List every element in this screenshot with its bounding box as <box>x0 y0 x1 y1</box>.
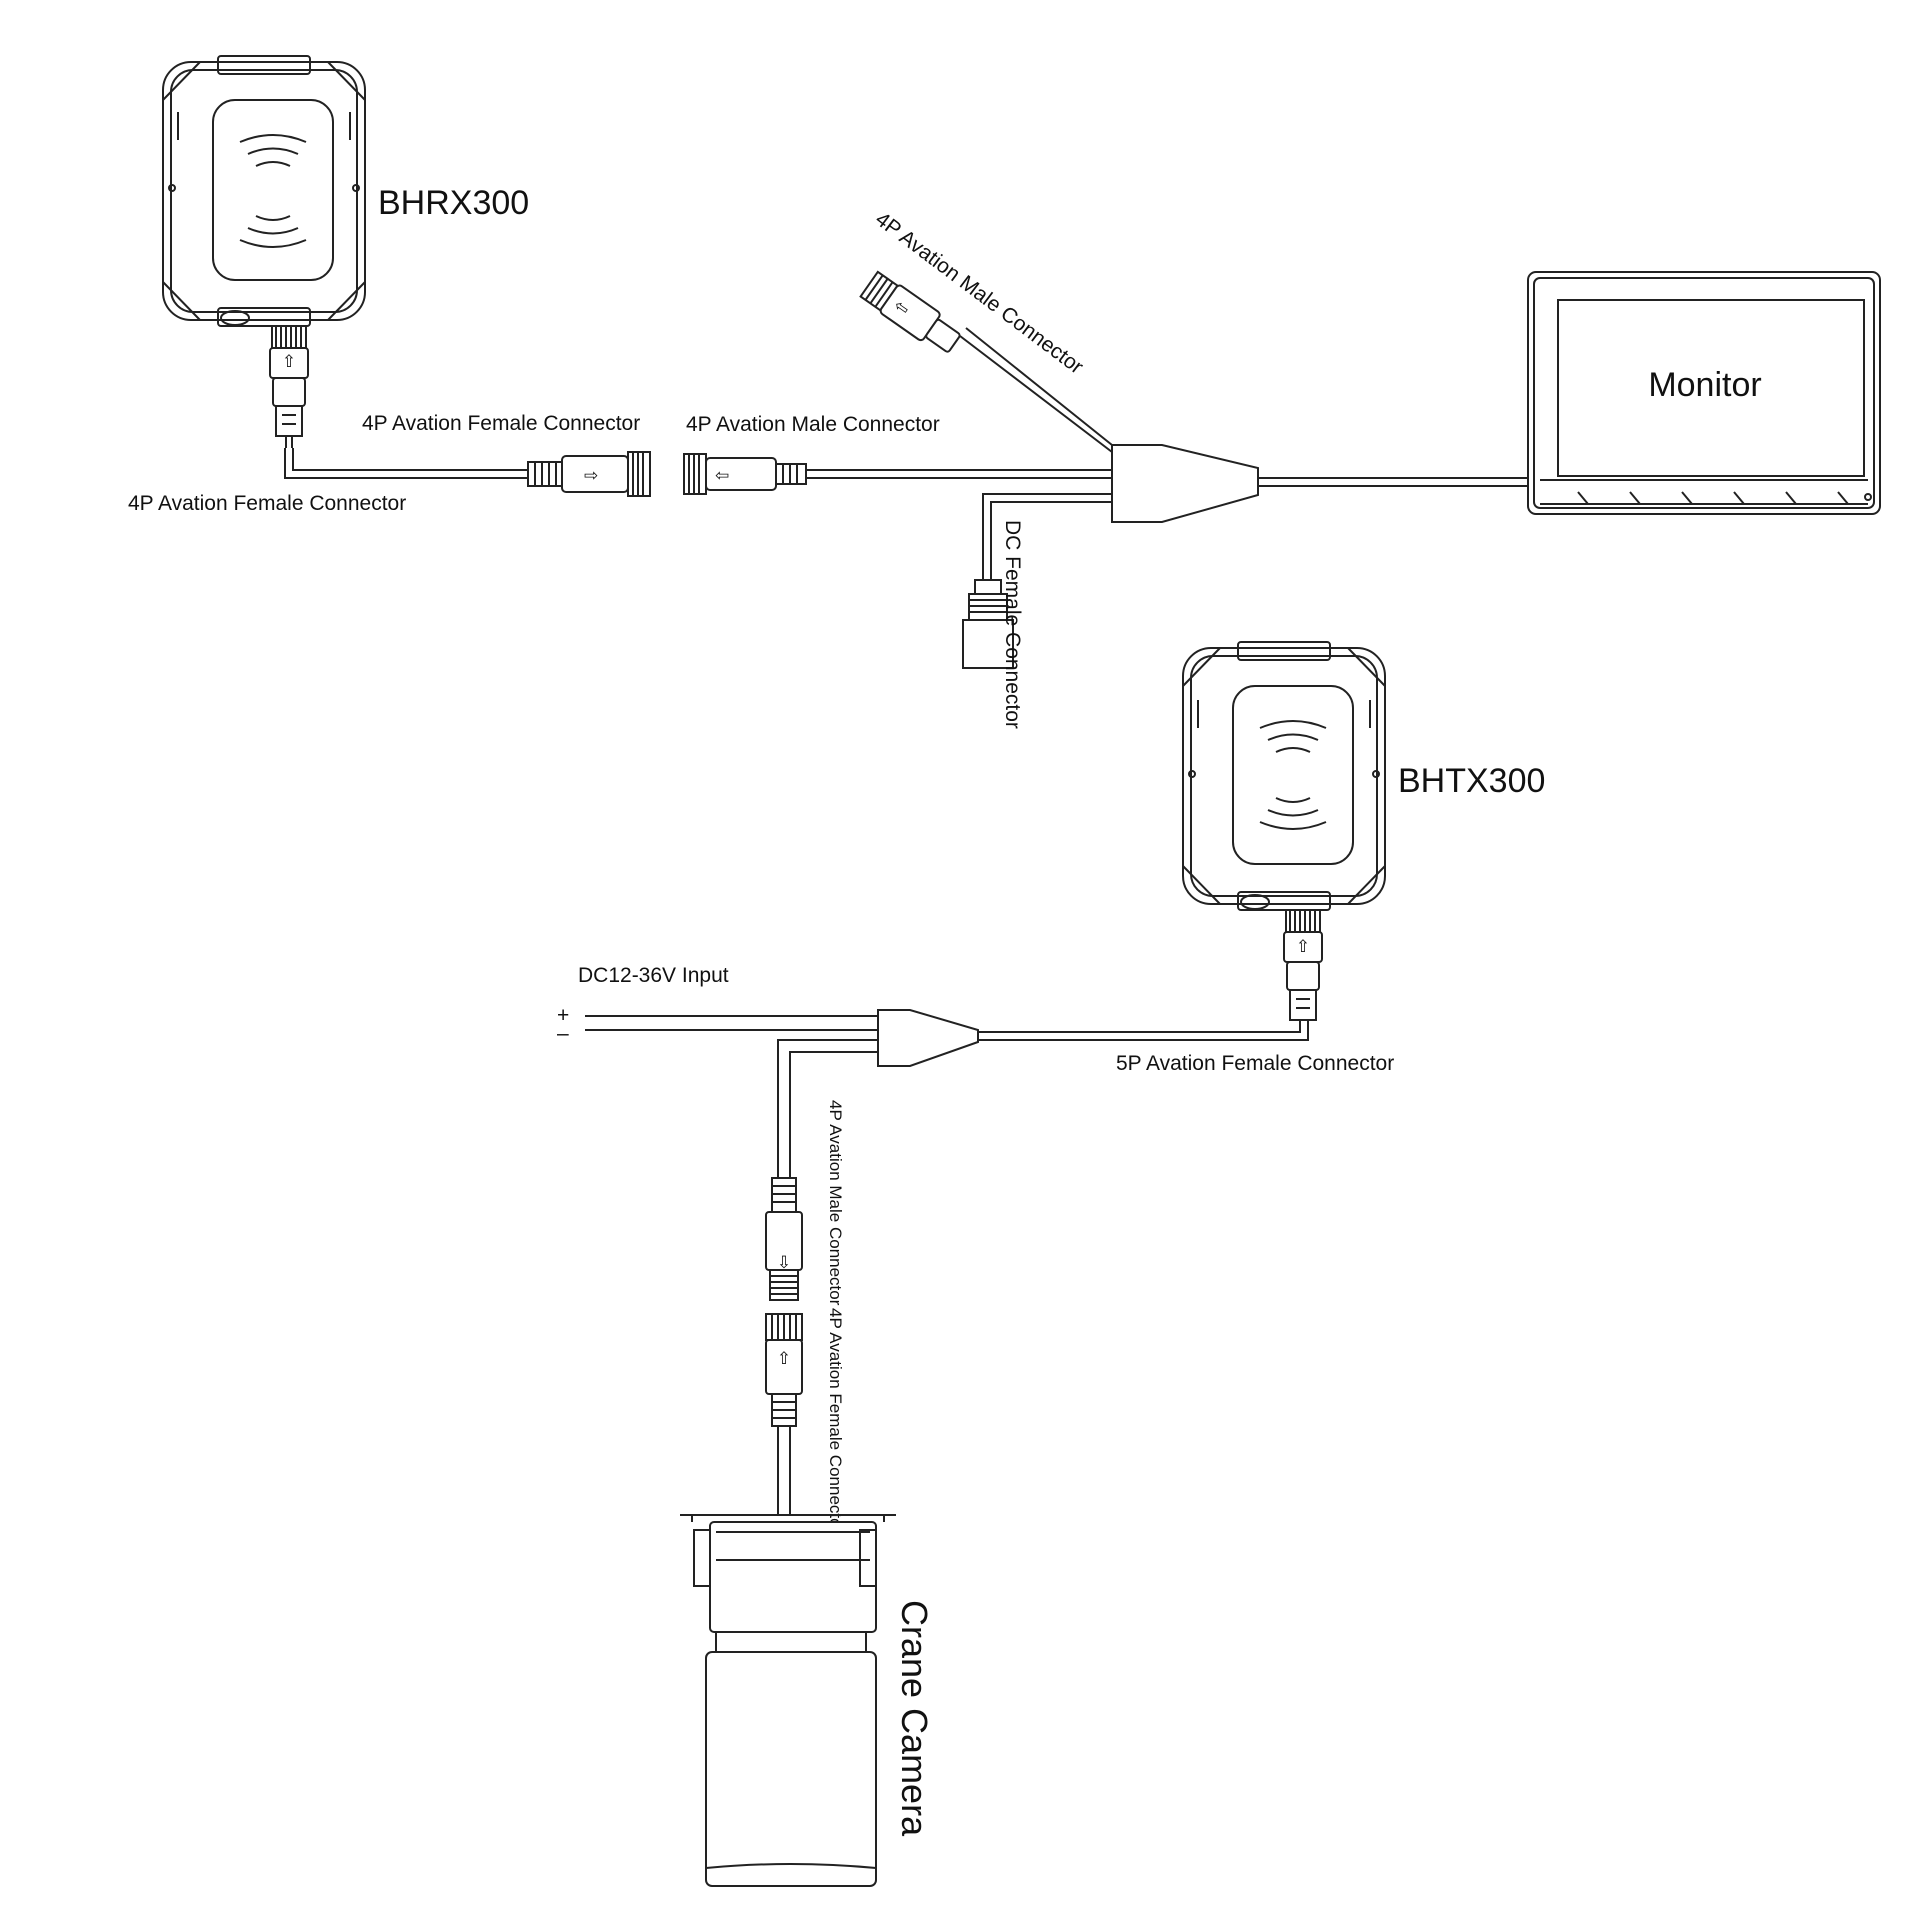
receiver-device: ⇧ <box>162 55 366 448</box>
monitor-splitter <box>1111 444 1259 523</box>
svg-text:⇦: ⇦ <box>715 466 729 485</box>
camera-label: Crane Camera <box>894 1600 935 1837</box>
rx-female-connector-label: 4P Avation Female Connector <box>128 492 406 515</box>
rx-male-inline-label: 4P Avation Male Connector <box>686 413 940 436</box>
camera-male-connector: ⇩ <box>765 1177 803 1301</box>
transmitter-label: BHTX300 <box>1398 762 1545 800</box>
power-minus-label: – <box>557 1022 569 1045</box>
svg-text:⇨: ⇨ <box>584 466 598 485</box>
dc-female-connector <box>962 579 1014 669</box>
receiver-label: BHRX300 <box>378 184 529 222</box>
camera-branch-cable <box>777 1039 878 1178</box>
angled-branch-cable <box>959 327 1113 453</box>
monitor-trunk-cable <box>806 469 1112 479</box>
monitor-device <box>1527 271 1881 515</box>
tx-5p-connector-label: 5P Avation Female Connector <box>1116 1052 1394 1075</box>
svg-text:⇧: ⇧ <box>1296 937 1310 956</box>
transmitter-device: ⇧ <box>1182 641 1386 1021</box>
dc-female-connector-label: DC Female Connector <box>1001 520 1024 729</box>
camera-cable <box>777 1426 791 1515</box>
transmitter-cable <box>978 1020 1309 1041</box>
rx-female-inline-label: 4P Avation Female Connector <box>362 412 640 435</box>
power-input-wires <box>585 1015 878 1031</box>
power-splitter <box>877 1009 979 1067</box>
monitor-cable <box>1258 477 1528 487</box>
crane-camera-device <box>680 1514 896 1887</box>
rx-male-inline-connector: ⇦ <box>683 453 807 495</box>
svg-text:⇧: ⇧ <box>777 1349 791 1368</box>
camera-male-connector-label: 4P Avation Male Connector <box>826 1100 845 1306</box>
wifi-signal-icon <box>1259 720 1327 830</box>
camera-female-connector-label: 4P Avation Female Connector <box>826 1308 845 1534</box>
power-plus-label: + <box>557 1004 569 1027</box>
monitor-label: Monitor <box>1648 366 1761 404</box>
receiver-cable <box>284 448 528 479</box>
wifi-signal-icon <box>239 134 307 248</box>
rx-female-inline-connector: ⇨ <box>527 451 651 497</box>
dc-branch-cable <box>982 493 1112 580</box>
angled-male-connector: ⇦ <box>859 270 961 353</box>
camera-female-connector: ⇧ <box>765 1313 803 1427</box>
svg-text:⇩: ⇩ <box>777 1253 791 1272</box>
power-input-label: DC12-36V Input <box>578 964 729 987</box>
svg-text:⇧: ⇧ <box>282 352 296 371</box>
